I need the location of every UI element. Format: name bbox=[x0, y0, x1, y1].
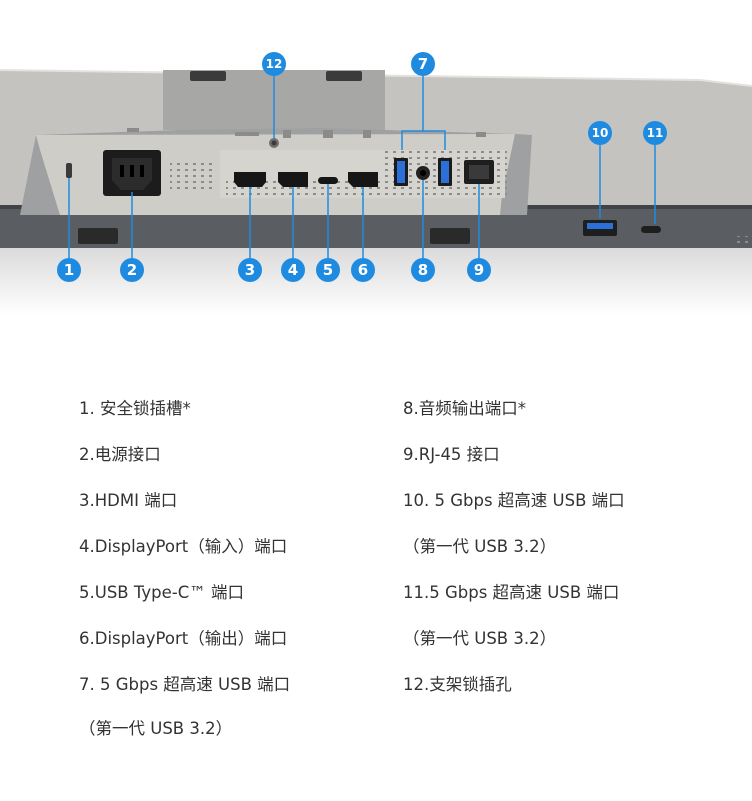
power-pin-center bbox=[130, 165, 134, 177]
security-lock-slot bbox=[66, 163, 72, 178]
callout-badge-6: 6 bbox=[351, 258, 375, 282]
side-usb-c-port bbox=[641, 226, 661, 233]
embossed-port-icons bbox=[127, 128, 486, 138]
svg-text:9: 9 bbox=[474, 261, 484, 279]
legend-item-4: 4.DisplayPort（输入）端口 bbox=[79, 537, 288, 556]
callout-badge-5: 5 bbox=[316, 258, 340, 282]
displayport-out-port bbox=[348, 172, 378, 187]
stand-clip-right bbox=[326, 71, 362, 81]
floor-shadow bbox=[0, 245, 752, 315]
rubber-foot-right bbox=[430, 228, 470, 244]
usbc-label-icon bbox=[323, 130, 333, 138]
monitor-ports-illustration: 1 2 3 4 5 6 7 bbox=[0, 52, 752, 315]
side-usb-a-port-tongue bbox=[587, 223, 613, 229]
svg-text:3: 3 bbox=[245, 261, 255, 279]
svg-text:6: 6 bbox=[358, 261, 368, 279]
legend-item-1: 1. 安全锁插槽* bbox=[79, 399, 191, 418]
bottom-bezel bbox=[0, 205, 752, 248]
svg-text:2: 2 bbox=[127, 261, 137, 279]
power-pin-right bbox=[140, 165, 144, 177]
svg-text:10: 10 bbox=[592, 126, 609, 140]
callout-badge-1: 1 bbox=[57, 258, 81, 282]
legend-item-10: 10. 5 Gbps 超高速 USB 端口 bbox=[403, 491, 625, 510]
svg-text:4: 4 bbox=[288, 261, 298, 279]
dp-out-label-icon bbox=[363, 130, 371, 138]
callout-badge-9: 9 bbox=[467, 258, 491, 282]
svg-text:11: 11 bbox=[647, 126, 664, 140]
displayport-in-port bbox=[278, 172, 308, 187]
legend-item-11: 11.5 Gbps 超高速 USB 端口 bbox=[403, 583, 620, 602]
hdmi-port bbox=[234, 172, 266, 187]
callout-badge-11: 11 bbox=[643, 121, 667, 145]
rj45-port-opening bbox=[469, 165, 489, 179]
legend-item-6: 6.DisplayPort（输出）端口 bbox=[79, 629, 288, 648]
legend-item-12: 12.支架锁插孔 bbox=[403, 675, 512, 694]
legend-item-7-continued: （第一代 USB 3.2） bbox=[79, 719, 233, 738]
svg-text:8: 8 bbox=[418, 261, 428, 279]
svg-text:1: 1 bbox=[64, 261, 74, 279]
legend-item-7: 7. 5 Gbps 超高速 USB 端口 bbox=[79, 675, 291, 694]
side-vent bbox=[733, 236, 752, 244]
rubber-foot-left bbox=[78, 228, 118, 244]
callout-badge-8: 8 bbox=[411, 258, 435, 282]
dp-in-label-icon bbox=[283, 130, 291, 138]
power-pin-left bbox=[120, 165, 124, 177]
usb-a-port-right-tongue bbox=[441, 161, 449, 183]
legend-item-11-continued: （第一代 USB 3.2） bbox=[403, 629, 557, 648]
callout-leader-lines bbox=[68, 76, 656, 258]
svg-text:7: 7 bbox=[418, 55, 428, 73]
usb-c-port bbox=[318, 177, 338, 184]
callout-badge-4: 4 bbox=[281, 258, 305, 282]
callout-badge-2: 2 bbox=[120, 258, 144, 282]
legend-item-9: 9.RJ-45 接口 bbox=[403, 445, 500, 464]
power-label-icon bbox=[127, 128, 139, 132]
callout-badge-10: 10 bbox=[588, 121, 612, 145]
usb-a-port-left-tongue bbox=[397, 161, 405, 183]
legend-item-3: 3.HDMI 端口 bbox=[79, 491, 178, 510]
legend-item-10-continued: （第一代 USB 3.2） bbox=[403, 537, 557, 556]
legend-item-2: 2.电源接口 bbox=[79, 445, 161, 464]
callout-badge-7: 7 bbox=[411, 52, 435, 76]
stand-lock-hole-center bbox=[271, 140, 277, 146]
callout-badge-3: 3 bbox=[238, 258, 262, 282]
stand-clip-left bbox=[190, 71, 226, 81]
svg-text:5: 5 bbox=[323, 261, 333, 279]
callout-badges: 1 2 3 4 5 6 7 bbox=[57, 52, 667, 282]
svg-text:12: 12 bbox=[266, 57, 283, 71]
callout-badge-12: 12 bbox=[262, 52, 286, 76]
vent-grille-left bbox=[170, 160, 215, 190]
hdmi-label-icon bbox=[235, 132, 259, 136]
legend-item-8: 8.音频输出端口* bbox=[403, 399, 526, 418]
audio-out-jack-hole bbox=[420, 170, 426, 176]
legend-item-5: 5.USB Type-C™ 端口 bbox=[79, 583, 244, 602]
rj45-label-icon bbox=[476, 132, 486, 137]
